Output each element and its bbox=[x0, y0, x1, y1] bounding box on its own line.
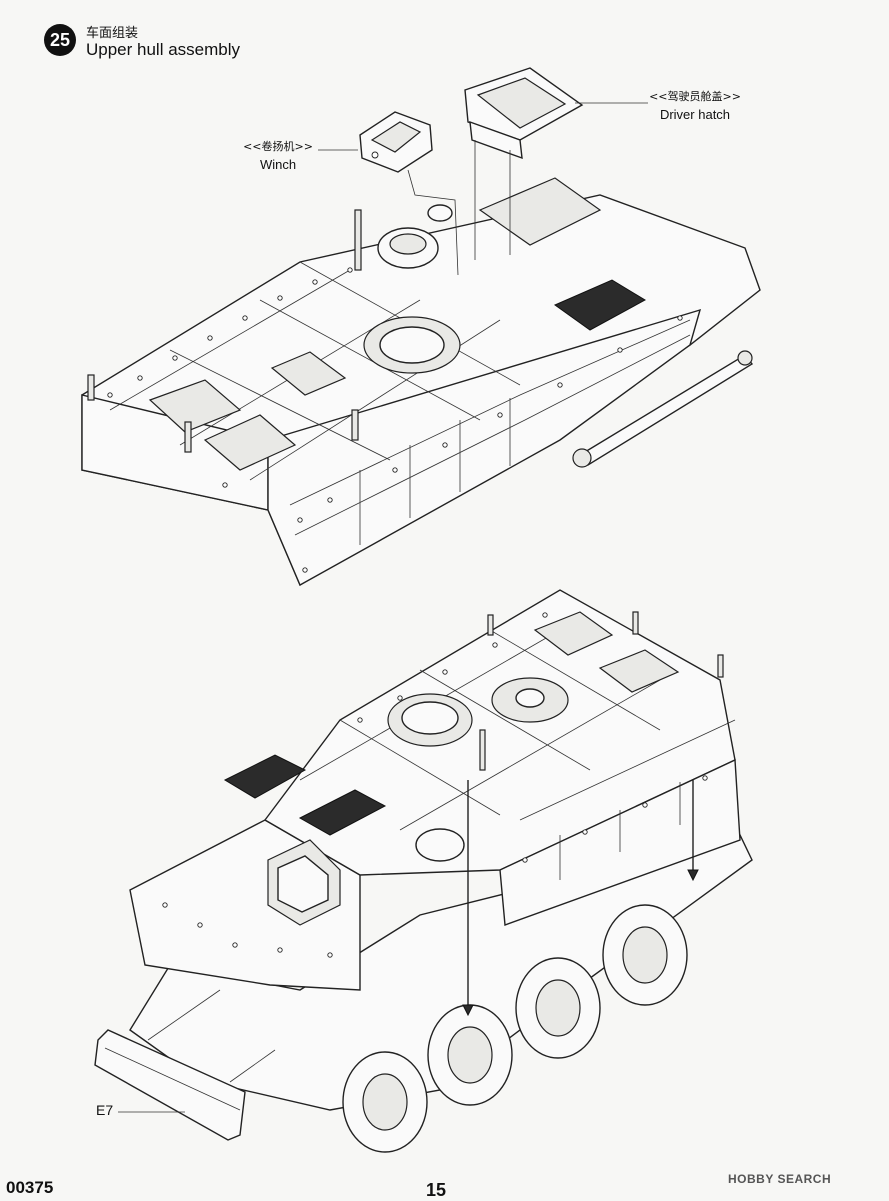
page-number: 15 bbox=[426, 1180, 447, 1200]
step-title-chinese: 车面组装 bbox=[86, 26, 139, 41]
winch-callout: <<卷扬机>> Winch bbox=[238, 138, 318, 172]
watermark-logo: HOBBY SEARCH bbox=[728, 1172, 832, 1186]
driver-hatch-label-en: Driver hatch bbox=[659, 107, 731, 122]
kit-code: 00375 bbox=[6, 1178, 54, 1197]
step-number-badge: 25 bbox=[44, 24, 76, 56]
driver-hatch-callout: <<驾驶员舱盖>> Driver hatch bbox=[640, 88, 750, 122]
winch-part bbox=[318, 111, 459, 276]
vehicle-drawing bbox=[129, 589, 753, 1153]
wheels bbox=[342, 904, 688, 1153]
winch-label-cn: <<卷扬机>> bbox=[243, 140, 313, 153]
part-label-e7: E7 bbox=[96, 1102, 114, 1118]
driver-hatch-label-cn: <<驾驶员舱盖>> bbox=[649, 90, 741, 103]
upper-hull-drawing bbox=[81, 177, 761, 587]
driver-hatch-part bbox=[464, 67, 648, 260]
step-title-english: Upper hull assembly bbox=[86, 40, 241, 59]
winch-label-en: Winch bbox=[259, 157, 297, 172]
bumper-e7-part bbox=[94, 989, 276, 1141]
